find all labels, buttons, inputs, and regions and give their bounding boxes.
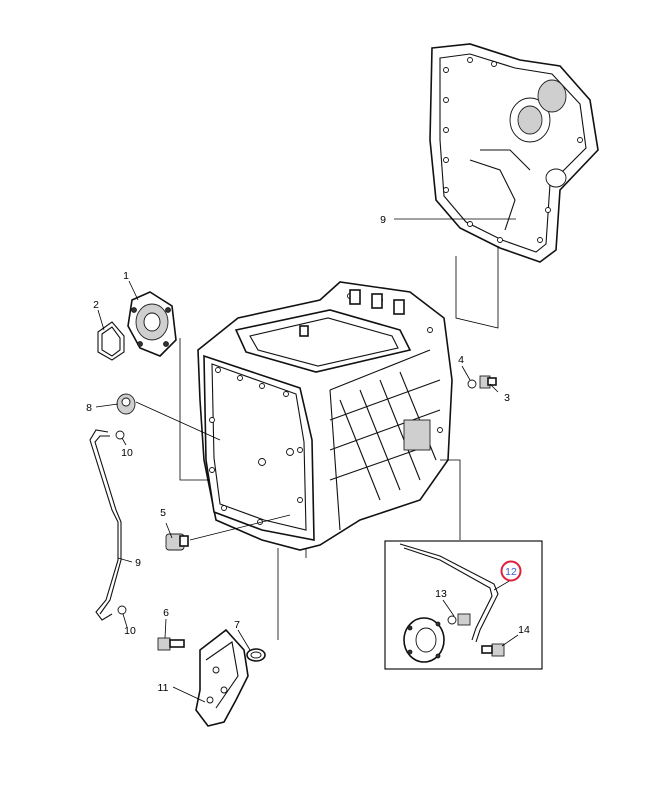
housing-cover-plate xyxy=(429,43,599,263)
part-6-bolt xyxy=(157,637,185,651)
part-7-o-ring xyxy=(246,648,266,662)
part-8-plug xyxy=(116,393,136,415)
callout-7: 7 xyxy=(234,619,240,631)
part-10-seal-ring-lower xyxy=(117,605,127,615)
part-14-bolt xyxy=(481,643,505,657)
detail-inset xyxy=(384,540,543,670)
part-5-plug xyxy=(165,533,189,551)
part-4-seal xyxy=(467,379,477,389)
callout-12[interactable]: 12 xyxy=(505,566,517,578)
assembly-lines xyxy=(135,246,499,640)
callout-4: 4 xyxy=(458,354,464,366)
part-13-seal-and-fitting xyxy=(447,613,471,626)
callout-13: 13 xyxy=(435,588,447,600)
part-9-oil-pipe-left xyxy=(89,429,122,621)
callout-8: 8 xyxy=(86,402,92,414)
callout-9-lower: 9 xyxy=(135,557,141,569)
callout-10-upper: 10 xyxy=(121,447,133,459)
callout-leaders xyxy=(95,218,519,703)
gearbox-housing xyxy=(197,281,453,551)
part-11-oil-strainer xyxy=(195,628,249,727)
callout-10-lower: 10 xyxy=(124,625,136,637)
part-2-gasket xyxy=(97,321,125,361)
housing-bolt-holes xyxy=(209,293,443,525)
callout-5: 5 xyxy=(160,507,166,519)
part-3-bolt xyxy=(479,375,497,389)
part-10-seal-ring-upper xyxy=(115,430,125,440)
callout-1: 1 xyxy=(123,270,129,282)
callout-3: 3 xyxy=(504,392,510,404)
callout-12-highlight-ring xyxy=(500,560,522,582)
callout-2: 2 xyxy=(93,299,99,311)
inset-flange xyxy=(403,617,445,663)
callout-9-upper: 9 xyxy=(380,214,386,226)
plate-bolt-holes xyxy=(443,57,583,243)
callout-labels: 1 2 3 4 5 6 7 8 9 9 10 10 11 12 13 14 xyxy=(86,214,530,694)
callout-14: 14 xyxy=(518,624,530,636)
callout-11: 11 xyxy=(158,682,169,694)
part-1-pump-cover xyxy=(127,291,177,357)
callout-6: 6 xyxy=(163,607,169,619)
